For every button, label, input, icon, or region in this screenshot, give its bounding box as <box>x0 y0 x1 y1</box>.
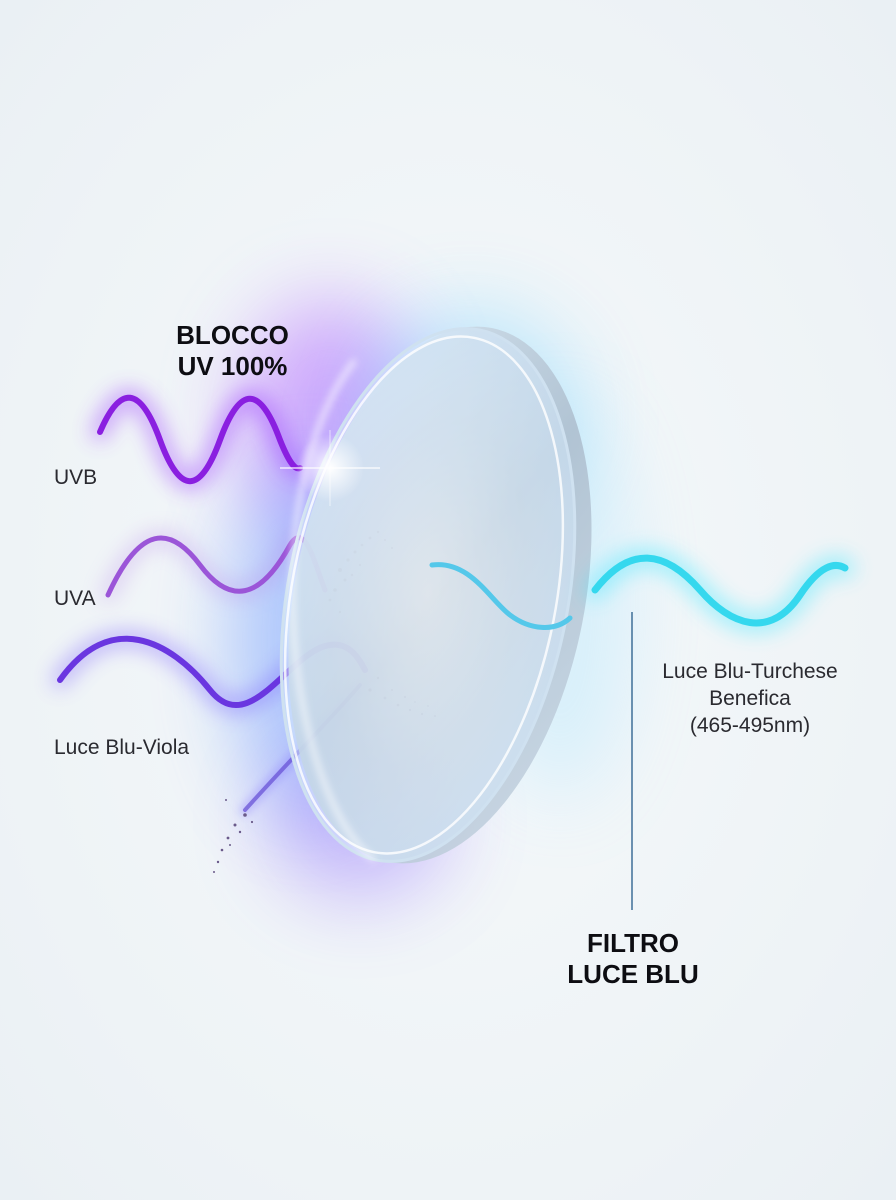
turquoise-label-line2: Benefica <box>709 687 791 710</box>
uv-block-label: BLOCCO UV 100% <box>160 320 305 382</box>
filter-label-line2: LUCE BLU <box>567 959 699 989</box>
turquoise-wave <box>585 548 855 633</box>
transmitted-wave-inside <box>429 562 573 630</box>
turquoise-label-line1: Luce Blu-Turchese <box>662 660 838 683</box>
uvb-wave <box>91 388 309 491</box>
blue-violet-label: Luce Blu-Viola <box>54 736 190 759</box>
lens-flare <box>280 430 380 506</box>
filter-label: FILTRO LUCE BLU <box>548 928 718 990</box>
uvb-label: UVB <box>54 466 98 489</box>
filter-label-line1: FILTRO <box>587 928 679 958</box>
uv-block-label-line2: UV 100% <box>177 351 288 381</box>
uva-label: UVA <box>54 587 96 610</box>
uv-block-label-line1: BLOCCO <box>176 320 289 350</box>
turquoise-label-line3: (465-495nm) <box>689 714 811 737</box>
turquoise-label: Luce Blu-Turchese Benefica (465-495nm) <box>640 658 860 739</box>
